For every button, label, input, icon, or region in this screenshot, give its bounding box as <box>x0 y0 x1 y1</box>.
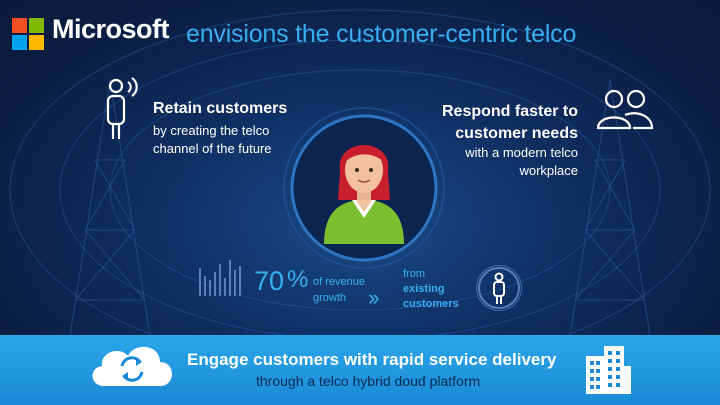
cloud-sync-icon <box>92 346 172 386</box>
chevron-right-icon: ›› <box>368 285 380 310</box>
signal-bars-icon <box>199 260 241 296</box>
stat-source-label: existing customers <box>403 283 459 310</box>
building-icon <box>586 346 631 394</box>
stat-unit: % <box>287 266 309 293</box>
page-title: envisions the customer-centric telco <box>186 20 577 48</box>
person-signal-icon <box>106 77 138 139</box>
people-icon <box>596 89 654 130</box>
engage-text: through a telco hybrid doud platform <box>256 373 481 389</box>
respond-title: Respond faster to customer needs <box>441 103 578 142</box>
stat-source: from existing customers <box>403 267 483 312</box>
retain-title: Retain customers <box>153 100 288 117</box>
stat-text: of revenue growth <box>313 276 365 304</box>
stat-from-label: from <box>403 268 425 280</box>
retain-text: by creating the telco channel of the fut… <box>153 123 272 156</box>
microsoft-logo-icon <box>12 18 44 50</box>
engage-title: Engage customers with rapid service deli… <box>187 350 557 369</box>
person-circle-icon <box>476 265 522 311</box>
brand-name: Microsoft <box>52 14 170 44</box>
customer-avatar-icon <box>324 145 404 244</box>
stat-number: 70 <box>254 266 285 296</box>
respond-text: with a modern telco workplace <box>465 145 578 178</box>
